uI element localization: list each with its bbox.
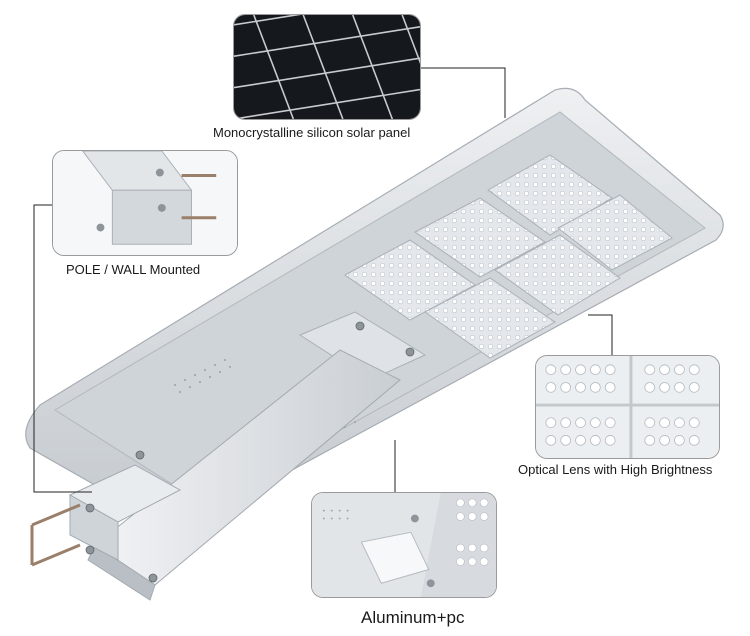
solar-panel-label: Monocrystalline silicon solar panel bbox=[213, 125, 411, 140]
mounting-label: POLE / WALL Mounted bbox=[66, 262, 201, 277]
lens-callout bbox=[535, 355, 720, 459]
lens-label: Optical Lens with High Brightness bbox=[518, 462, 713, 477]
led-modules bbox=[344, 154, 673, 359]
housing-label: Aluminum+pc bbox=[361, 608, 465, 627]
housing-callout bbox=[311, 492, 497, 598]
mounting-callout bbox=[52, 150, 238, 256]
solar-panel-callout bbox=[233, 14, 421, 120]
